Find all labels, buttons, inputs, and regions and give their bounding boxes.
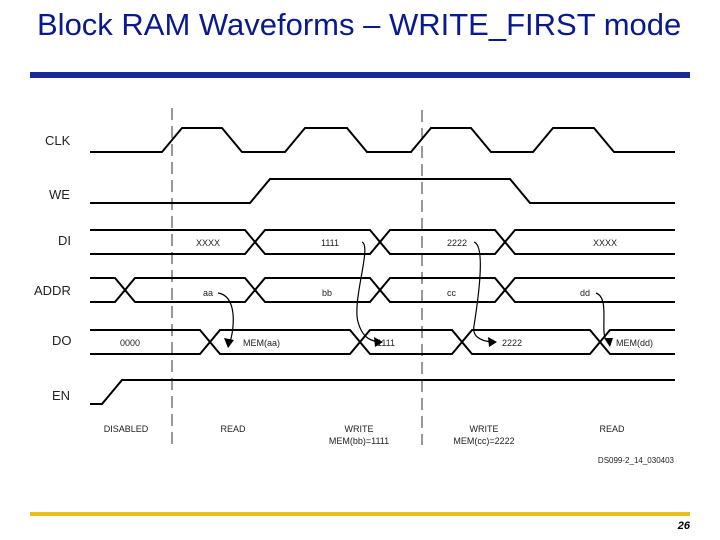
operation-label-2: READ bbox=[220, 424, 246, 434]
addr-value-1: aa bbox=[203, 288, 213, 298]
arrow-1111-to-do bbox=[356, 241, 379, 343]
di-value-1: XXXX bbox=[196, 238, 220, 248]
do-value-3: 1111 bbox=[377, 338, 395, 348]
do-value-5: MEM(dd) bbox=[616, 338, 653, 348]
di-value-2: 1111 bbox=[321, 238, 339, 248]
signal-label-en: EN bbox=[52, 388, 70, 403]
do-value-1: 0000 bbox=[120, 338, 140, 348]
title-underline bbox=[30, 72, 690, 78]
arrow-head-icon bbox=[224, 338, 234, 348]
slide-title: Block RAM Waveforms – WRITE_FIRST mode bbox=[37, 7, 682, 42]
signal-label-clk: CLK bbox=[45, 133, 71, 148]
signal-label-do: DO bbox=[52, 333, 72, 348]
operation-detail-3: MEM(bb)=1111 bbox=[329, 436, 389, 446]
addr-value-4: dd bbox=[580, 288, 590, 298]
do-waveform bbox=[90, 329, 675, 355]
do-value-2: MEM(aa) bbox=[243, 338, 280, 348]
operation-label-5: READ bbox=[599, 424, 625, 434]
operation-label-4: WRITE bbox=[470, 424, 499, 434]
causal-arrows bbox=[217, 241, 607, 343]
di-waveform bbox=[90, 229, 675, 255]
addr-waveform bbox=[90, 277, 675, 303]
signal-label-addr: ADDR bbox=[34, 283, 71, 298]
operation-detail-4: MEM(cc)=2222 bbox=[453, 436, 514, 446]
figure-code: DS099-2_14_030403 bbox=[598, 456, 675, 465]
arrow-head-icon bbox=[374, 337, 383, 347]
operation-label-1: DISABLED bbox=[104, 424, 149, 434]
do-value-4: 2222 bbox=[502, 338, 522, 348]
en-waveform bbox=[90, 379, 675, 405]
arrow-aa-to-memaa bbox=[217, 292, 234, 343]
arrow-2222-to-do bbox=[473, 241, 493, 343]
arrow-dd-to-memdd bbox=[595, 292, 607, 341]
we-waveform bbox=[90, 178, 675, 204]
page-number: 26 bbox=[677, 520, 690, 532]
di-value-3: 2222 bbox=[447, 238, 467, 248]
signal-label-we: WE bbox=[49, 187, 70, 202]
arrow-heads bbox=[224, 337, 613, 348]
operation-label-3: WRITE bbox=[345, 424, 374, 434]
clk-waveform bbox=[90, 127, 675, 153]
addr-value-3: cc bbox=[447, 288, 457, 298]
arrow-head-icon bbox=[488, 337, 497, 347]
signal-label-di: DI bbox=[58, 233, 71, 248]
di-value-4: XXXX bbox=[593, 238, 617, 248]
footer-rule bbox=[30, 512, 690, 516]
addr-value-2: bb bbox=[322, 288, 332, 298]
arrow-head-icon bbox=[604, 338, 613, 347]
